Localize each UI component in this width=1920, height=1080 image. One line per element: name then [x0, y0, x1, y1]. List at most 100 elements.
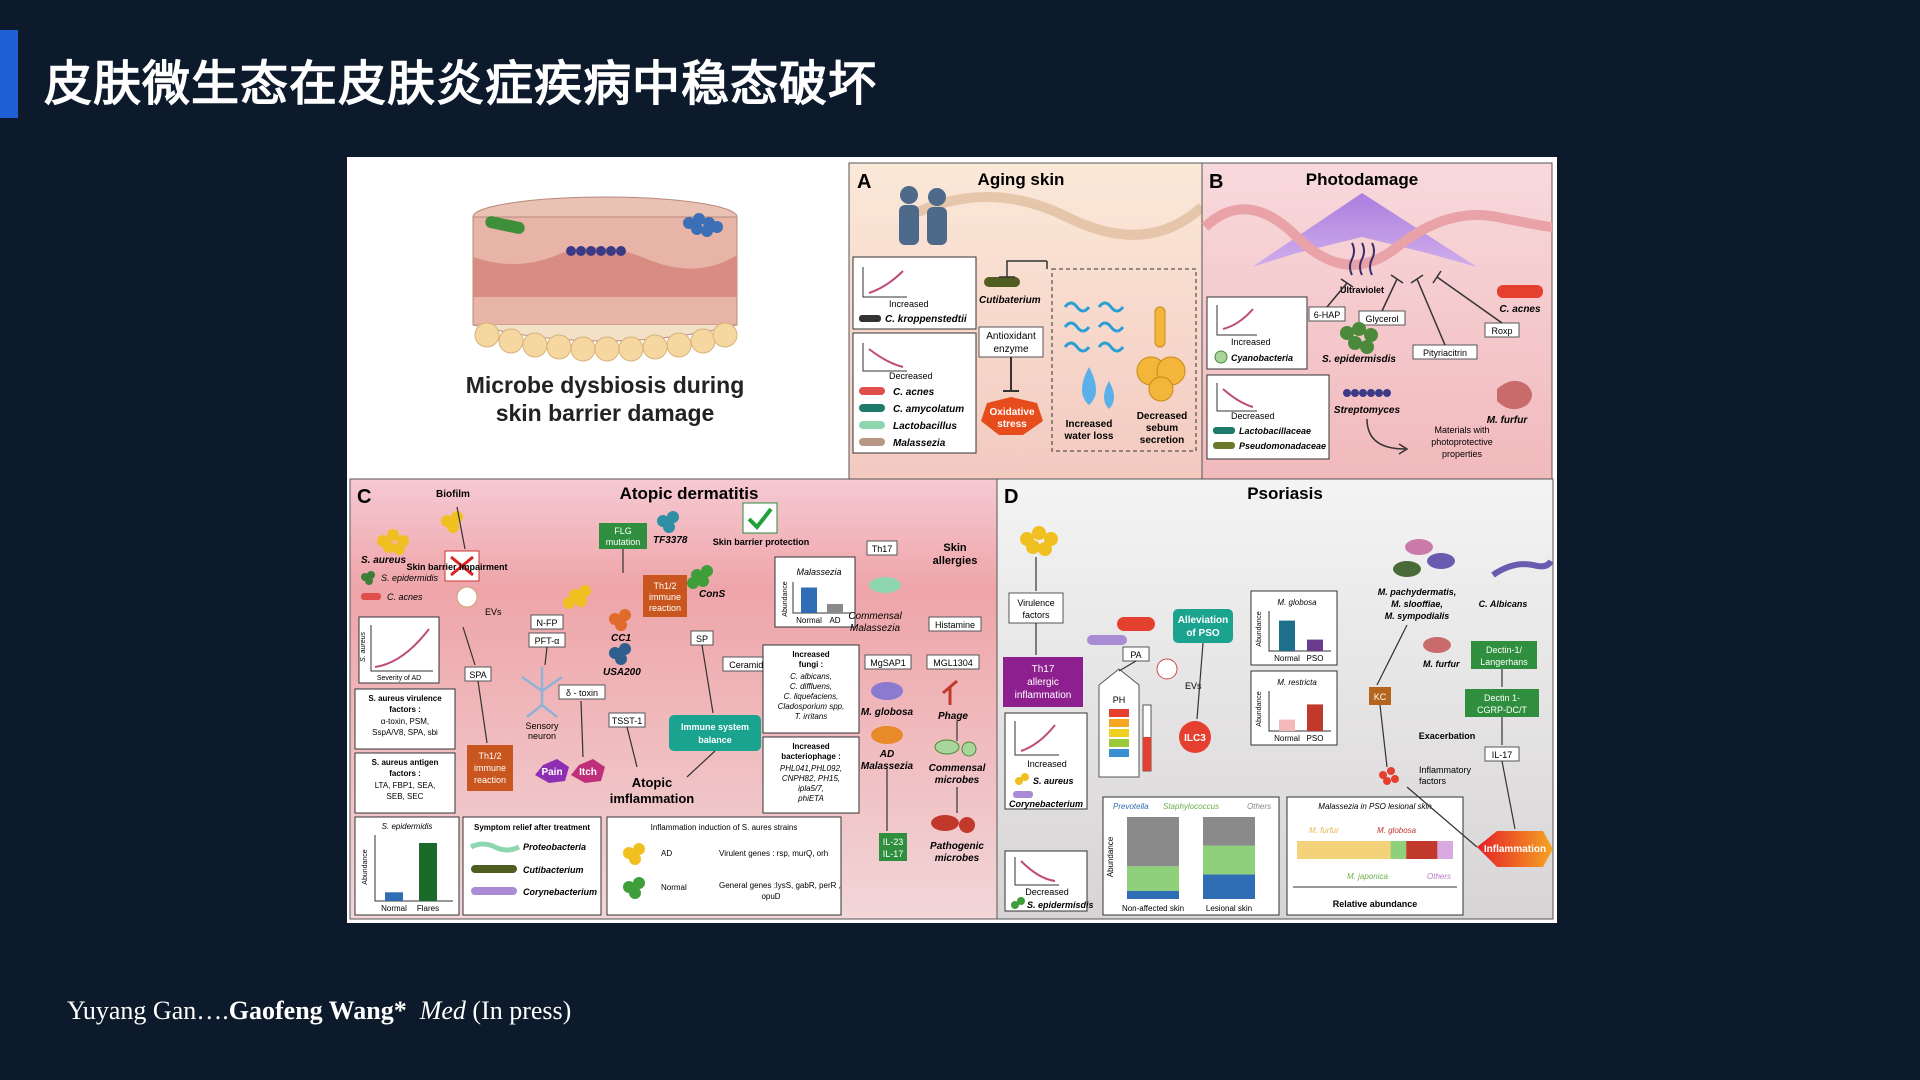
severity-curve: [374, 628, 430, 668]
b-m-furfur-label: M. furfur: [1487, 415, 1529, 426]
cutibaterium-icon: [984, 277, 1020, 287]
c-phage-box-line3: PHL041,PHL092,: [780, 764, 842, 773]
b-inhibition-lines: [1326, 270, 1503, 346]
c-immune-balance-line1: Immune system: [681, 722, 749, 732]
d-dectin1-cgrp-line1: Dectin 1-: [1484, 693, 1520, 703]
c-fungi-line3: C. albicans,: [790, 672, 832, 681]
c-phage-box-line2: bacteriophage :: [781, 752, 841, 761]
a-water-loss-line2: water loss: [1064, 431, 1114, 442]
c-commensal-microbes-line2: microbes: [935, 775, 980, 786]
panel-d-letter: D: [1004, 486, 1018, 508]
d-ph-label: PH: [1113, 695, 1126, 705]
skin-dermis-layer: [473, 247, 737, 297]
panel-b-title: Photodamage: [1306, 170, 1418, 189]
c-pft-label: PFT-α: [535, 636, 560, 646]
skin-wave: [904, 192, 1206, 240]
inflammation-burst: [1477, 831, 1553, 867]
c-antigen-line2: factors :: [389, 769, 421, 778]
c-pathogenic-microbes-line1: Pathogenic: [930, 841, 984, 852]
panel-d-title: Psoriasis: [1247, 484, 1323, 503]
c-th12b-line3: reaction: [649, 603, 681, 613]
d-restricta-ylabel: Abundance: [1256, 691, 1263, 727]
c-th12a-line1: Th1/2: [478, 751, 501, 761]
d-m-species-line3: M. sympodialis: [1385, 611, 1450, 621]
ilc3-cell: [1179, 721, 1211, 753]
d-decreased-s-epidermidis: S. epidermisdis: [1027, 900, 1094, 910]
s-aureus-cluster: [377, 511, 463, 555]
panel-b-letter: B: [1209, 171, 1223, 193]
d-relative-legend-japonica: M. japonica: [1347, 872, 1388, 881]
c-ad-malassezia-line2: Malassezia: [861, 761, 914, 772]
b-ultraviolet-label: Ultraviolet: [1340, 285, 1384, 295]
coccus-cluster: [683, 213, 723, 237]
c-fungi-box: [762, 644, 860, 734]
c-relief-item-2: Cutibacterium: [523, 865, 584, 875]
d-increased-s-aureus: S. aureus: [1033, 776, 1074, 786]
c-th12b-line2: immune: [649, 592, 681, 602]
d-stacked-bars: [1127, 817, 1255, 899]
c-relief-item-3: Corynebacterium: [523, 887, 597, 897]
citation-journal: Med: [419, 996, 466, 1025]
d-relative-legend-furfur: M. furfur: [1309, 826, 1339, 835]
c-fungi-line1: Increased: [792, 650, 829, 659]
title-accent-bar: [0, 30, 18, 118]
a-oxidative-line2: stress: [997, 419, 1027, 430]
c-il23-line2: IL-17: [883, 849, 904, 859]
b-s-epidermidis-label: S. epidermisdis: [1322, 354, 1396, 365]
c-il23-line1: IL-23: [883, 837, 904, 847]
barrier-protection-check-icon: [747, 507, 773, 531]
slide-title: 皮肤微生态在皮肤炎症疾病中稳态破坏: [44, 56, 878, 112]
chain-bacterium: [566, 246, 626, 256]
c-commensal-microbes-line1: Commensal: [929, 763, 986, 774]
c-se-chart-title: S. epidermidis: [382, 822, 433, 831]
d-restricta-cat-normal: Normal: [1274, 734, 1300, 743]
b-streptomyces-label: Streptomyces: [1334, 405, 1401, 416]
d-dectin1-line2: Langerhans: [1480, 657, 1528, 667]
d-relative-xlabel: Relative abundance: [1333, 899, 1418, 909]
d-m-furfur-icon: [1423, 637, 1451, 653]
b-glycerol-label: Glycerol: [1365, 314, 1398, 324]
c-fungi-line2: fungi :: [799, 660, 823, 669]
c-th12a-line2: immune: [474, 763, 506, 773]
c-induction-title: Inflammation induction of S. aures strai…: [651, 823, 798, 832]
d-m-furfur-label: M. furfur: [1423, 659, 1460, 669]
ph-color-scale: [1109, 709, 1129, 757]
c-bacteriophage-box: [762, 736, 860, 814]
d-legend-staphylococcus: Staphylococcus: [1163, 802, 1219, 811]
d-pathway-arrows: [1035, 557, 1516, 848]
inflammatory-factor-dots: [1379, 767, 1399, 785]
d-restricta-title: M. restricta: [1277, 678, 1317, 687]
barrier-impairment-x-icon: [450, 555, 474, 577]
c-atopic-inflammation-line1: Atopic: [632, 775, 672, 790]
c-se-cat-normal: Normal: [381, 904, 407, 913]
d-inflammatory-line2: factors: [1419, 776, 1447, 786]
citation-status: (In press): [472, 996, 572, 1025]
c-induction-normal-label: Normal: [661, 883, 687, 892]
b-pityriacitrin-label: Pityriacitrin: [1423, 348, 1467, 358]
c-c-acnes-label: C. acnes: [387, 592, 423, 602]
c-relief-item-1: Proteobacteria: [523, 842, 586, 852]
fat-layer: [474, 322, 738, 362]
d-relative-title: Malassezia in PSO lesional skin: [1318, 802, 1432, 811]
c-atopic-inflammation-line2: imflammation: [610, 791, 695, 806]
d-legend-others: Others: [1247, 802, 1271, 811]
c-spa-label: SPA: [469, 670, 486, 680]
d-th17-line1: Th17: [1032, 664, 1055, 675]
d-exacerbation-label: Exacerbation: [1419, 731, 1476, 741]
a-water-loss-line1: Increased: [1066, 419, 1113, 430]
c-m-globosa-label: M. globosa: [861, 707, 914, 718]
c-delta-toxin-label: δ - toxin: [566, 688, 598, 698]
d-kc-label: KC: [1374, 692, 1387, 702]
m-globosa-icon: [871, 682, 903, 700]
d-il17-label: IL-17: [1492, 750, 1513, 760]
d-c-albicans-label: C. Albicans: [1479, 599, 1528, 609]
water-drop-icon: [1082, 367, 1096, 405]
c-antigen-line3: LTA, FBP1, SEA,: [375, 781, 436, 790]
d-globosa-ylabel: Abundance: [1256, 611, 1263, 647]
d-stacked-cat-2: Lesional skin: [1206, 904, 1252, 913]
d-relative-legend-others: Others: [1427, 872, 1451, 881]
d-m-species-line1: M. pachydermatis,: [1378, 587, 1457, 597]
c-phage-label: Phage: [938, 711, 968, 722]
panel-c-letter: C: [357, 486, 371, 508]
stacked-segment-1-1: [1127, 890, 1179, 899]
